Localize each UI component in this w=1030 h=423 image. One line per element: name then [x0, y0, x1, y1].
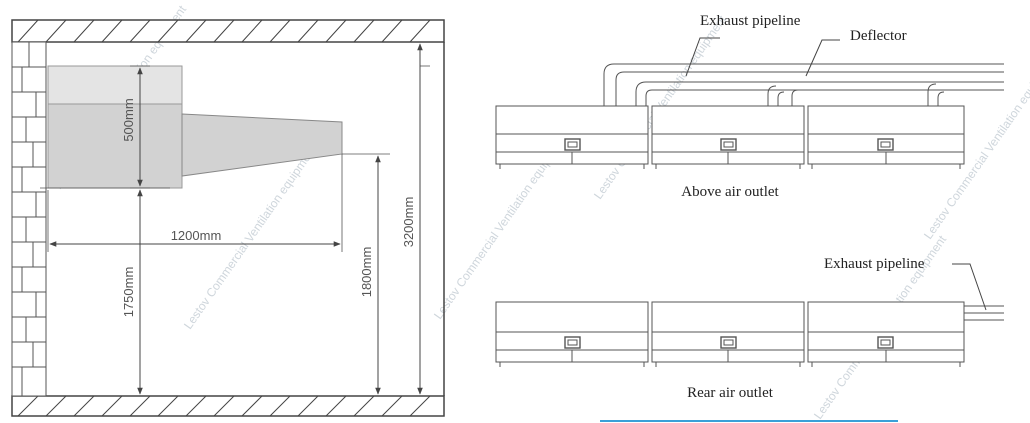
brick-wall	[11, 41, 47, 397]
dimension-arrows	[49, 43, 423, 395]
hood-top-box	[47, 65, 183, 105]
unit-bottom-1	[495, 301, 649, 367]
ceiling	[11, 19, 445, 43]
installation-diagram: 500mm 1200mm 1750mm 1800mm 3200mm	[11, 19, 445, 417]
label-1200mm: 1200mm	[171, 228, 222, 243]
unit-top-3	[807, 105, 965, 169]
floor-hatch	[17, 395, 431, 417]
exhaust-pipeline-label: Exhaust pipeline	[700, 13, 801, 29]
extension-lines	[40, 65, 430, 252]
above-air-outlet-caption: Above air outlet	[681, 184, 779, 200]
unit-top-2	[651, 105, 805, 169]
rear-air-outlet-caption: Rear air outlet	[687, 385, 774, 401]
unit-bottom-3	[807, 301, 965, 367]
ceiling-hatch	[17, 19, 431, 43]
floor	[11, 395, 445, 417]
label-1750mm: 1750mm	[121, 267, 136, 318]
rear-exhaust-pipes	[964, 305, 1004, 321]
label-1800mm: 1800mm	[359, 247, 374, 298]
hood-canopy	[181, 113, 343, 177]
rear-outlet-diagram: Exhaust pipeline Rear air outlet	[495, 256, 1004, 422]
deflector-label: Deflector	[850, 28, 907, 44]
label-500mm: 500mm	[121, 98, 136, 141]
unit-top-1	[495, 105, 649, 169]
above-outlet-diagram: Exhaust pipeline Deflector Above air out…	[495, 13, 1004, 200]
label-3200mm: 3200mm	[401, 197, 416, 248]
leader-line-rear	[952, 263, 987, 311]
rear-exhaust-pipeline-label: Exhaust pipeline	[824, 256, 925, 272]
hood-body	[47, 103, 183, 189]
leader-lines-top	[685, 37, 840, 77]
unit-bottom-2	[651, 301, 805, 367]
